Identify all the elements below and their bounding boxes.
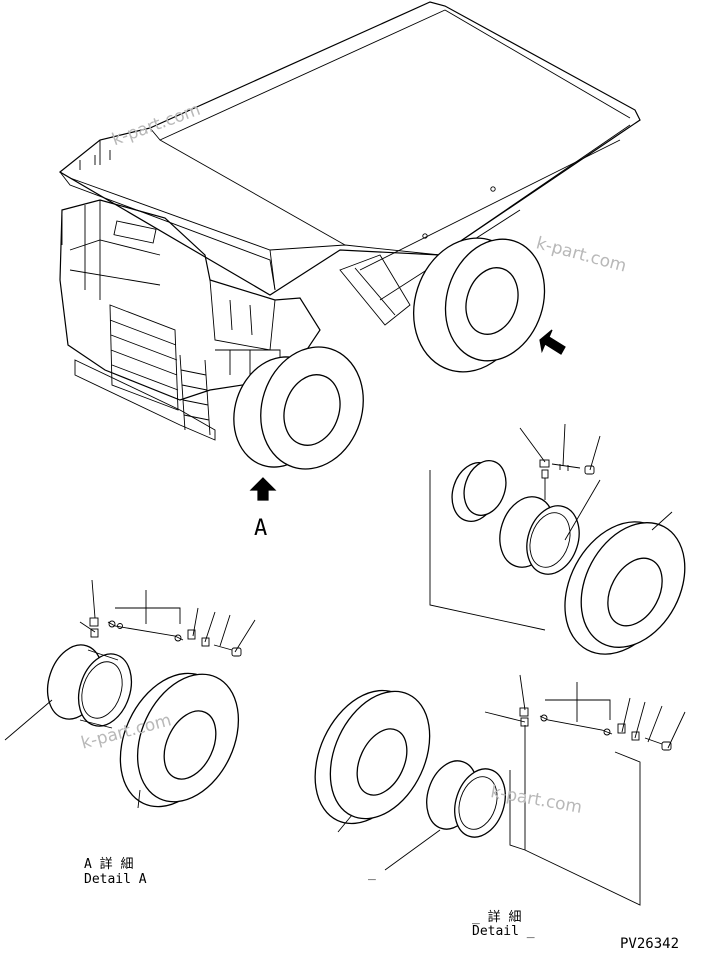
detail-tire-a <box>119 672 240 808</box>
rim-assembly <box>499 496 580 575</box>
detail-rear-wheel-group <box>429 423 686 655</box>
detail-b-title-en: Detail _ <box>472 924 535 939</box>
detail-a-title-en: Detail A <box>84 872 147 887</box>
dump-body <box>58 1 641 296</box>
detail-tire-upper <box>564 521 686 655</box>
rim-assembly-b <box>426 760 506 838</box>
front-tire <box>233 346 364 470</box>
rim-assembly-a <box>46 644 133 729</box>
dash-label: _ <box>368 866 376 881</box>
detail-a-title-jp: A 詳 細 <box>84 857 134 872</box>
arrow-icon-front <box>249 477 277 501</box>
detail-b-group <box>314 674 686 906</box>
spacer-ring <box>451 460 507 522</box>
detail-b-title-jp: _ 詳 細 <box>472 910 522 925</box>
callout-a-label: A <box>254 516 268 541</box>
access-ladder <box>179 354 211 436</box>
part-number: PV26342 <box>620 936 680 952</box>
radiator-grille <box>109 304 179 411</box>
cab-deck <box>59 199 321 401</box>
rear-tire <box>412 237 546 373</box>
detail-tire-b <box>314 689 431 825</box>
arrow-icon-rear <box>539 329 566 355</box>
dump-truck-illustration <box>58 1 641 470</box>
detail-a-group <box>4 579 256 809</box>
